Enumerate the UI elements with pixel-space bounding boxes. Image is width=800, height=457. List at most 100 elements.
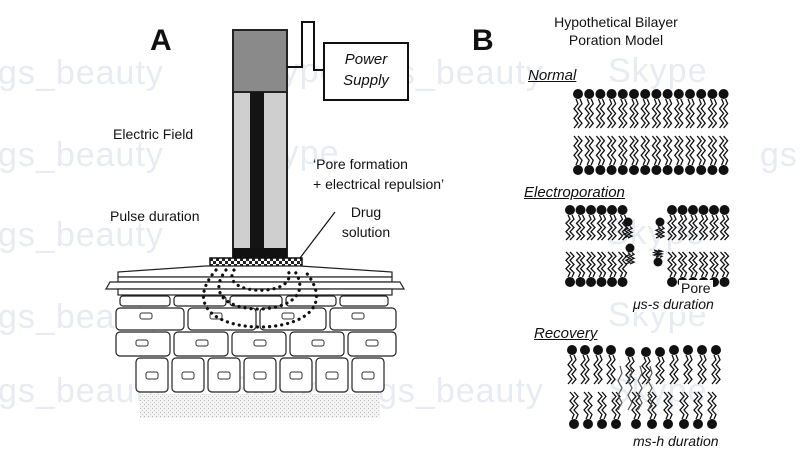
lipid-molecule xyxy=(719,205,730,241)
lipid-molecule xyxy=(651,249,665,267)
normal-label: Normal xyxy=(528,67,577,84)
watermark-text: gs_beauty xyxy=(0,54,164,92)
lipid-molecule xyxy=(586,251,596,287)
lipid-molecule xyxy=(683,345,693,385)
watermark-text: gs xyxy=(760,136,798,174)
lipid-molecule xyxy=(586,205,596,241)
electrode xyxy=(232,29,288,260)
lipid-molecule xyxy=(719,251,730,287)
power-supply-label-line1: Power xyxy=(344,51,388,68)
lipid-molecule xyxy=(647,365,653,411)
lipid-molecule xyxy=(617,365,623,411)
watermark-text: Skype xyxy=(608,52,708,90)
lipid-molecule xyxy=(575,251,586,287)
lipid-molecule xyxy=(580,345,590,385)
pore-formation-label-line1: ‘Pore formation xyxy=(313,156,408,172)
lipid-molecule xyxy=(640,135,651,175)
lipid-molecule xyxy=(654,217,666,239)
electrode-core xyxy=(250,92,264,258)
skin-layers xyxy=(104,265,406,393)
lipid-molecule xyxy=(569,391,579,429)
watermark-text: Skype xyxy=(606,214,706,252)
watermark-text: gs_beauty xyxy=(0,216,164,254)
bilayer-electroporation xyxy=(565,205,730,287)
pore-formation-label: ‘Pore formation + electrical repulsion’ xyxy=(313,154,444,194)
power-supply-box xyxy=(323,42,409,101)
watermark-text: gs_beauty xyxy=(0,136,164,174)
lipid-molecule xyxy=(709,205,719,241)
electrode-top-block xyxy=(232,29,288,93)
lipid-molecule xyxy=(679,391,689,429)
ms-duration-label: ms-h duration xyxy=(631,433,721,449)
drug-solution-label: Drug solution xyxy=(330,202,402,242)
panel-a-label: A xyxy=(150,24,172,57)
us-duration-label: μs-s duration xyxy=(631,296,716,312)
lipid-molecule xyxy=(583,391,593,429)
lipid-molecule xyxy=(607,205,617,241)
pulse-duration-label: Pulse duration xyxy=(110,208,200,224)
lipid-molecule xyxy=(673,89,684,129)
lipid-molecule xyxy=(677,205,688,241)
drug-solution-label-line1: Drug xyxy=(350,204,382,220)
lipid-molecule xyxy=(617,251,628,287)
lipid-molecule xyxy=(624,243,636,265)
lipid-molecule xyxy=(696,89,707,129)
lipid-molecule xyxy=(606,135,617,175)
cell-nuclei xyxy=(135,312,379,380)
lipid-molecule xyxy=(622,217,634,239)
lipid-molecule xyxy=(718,89,729,129)
drug-pointer-line xyxy=(299,211,336,259)
lipid-molecule xyxy=(584,89,595,129)
panel-b-title-line1: Hypothetical Bilayer xyxy=(554,14,678,30)
lipid-molecule xyxy=(575,205,586,241)
lipid-molecule xyxy=(651,89,662,129)
lipid-molecule xyxy=(640,89,651,129)
lipid-molecule xyxy=(655,347,665,385)
electroporation-label: Electroporation xyxy=(524,184,625,201)
electrode-tip xyxy=(233,248,287,260)
lipid-molecule xyxy=(596,251,607,287)
lipid-molecule xyxy=(611,391,621,429)
bilayer-recovery xyxy=(567,345,721,429)
lipid-molecule xyxy=(606,89,617,129)
lipid-molecule xyxy=(707,391,717,429)
power-cable xyxy=(287,21,324,71)
lipid-molecule xyxy=(662,89,673,129)
panel-b-title-line2: Poration Model xyxy=(568,32,664,48)
lipid-molecule xyxy=(647,391,657,429)
lipid-molecule xyxy=(718,135,729,175)
watermark-text: Skype xyxy=(608,372,708,410)
lipid-molecule xyxy=(629,89,639,129)
panel-b-label: B xyxy=(472,24,494,57)
lipid-molecule xyxy=(685,135,695,175)
electric-field-label: Electric Field xyxy=(113,126,194,142)
lipid-molecule xyxy=(606,345,616,385)
lipid-molecule xyxy=(595,89,606,129)
lipid-molecule xyxy=(567,345,577,385)
lipid-molecule xyxy=(627,365,633,411)
lipid-molecule xyxy=(637,365,643,411)
recovery-label: Recovery xyxy=(534,325,598,342)
dermis-layer xyxy=(140,394,380,418)
lipid-molecule xyxy=(688,205,698,241)
lipid-molecule xyxy=(693,391,703,429)
power-supply-label-line2: Supply xyxy=(343,72,389,89)
lipid-molecule xyxy=(597,391,607,429)
pore-label: Pore xyxy=(679,280,713,296)
lipid-molecule xyxy=(641,347,651,385)
lipid-molecule xyxy=(584,135,595,175)
lipid-molecule xyxy=(697,345,707,385)
lipid-molecule xyxy=(573,89,583,129)
lipid-molecule xyxy=(631,391,641,429)
lipid-molecule xyxy=(663,391,673,429)
watermark-text: gs_beauty xyxy=(378,372,544,410)
lipid-molecule xyxy=(617,89,628,129)
lipid-molecule xyxy=(707,135,718,175)
power-supply xyxy=(287,21,409,101)
lipid-molecule xyxy=(596,205,607,241)
electric-field-arcs xyxy=(201,268,319,329)
lipid-molecule xyxy=(595,135,606,175)
lipid-molecule xyxy=(625,347,635,385)
lipid-molecule xyxy=(651,135,662,175)
